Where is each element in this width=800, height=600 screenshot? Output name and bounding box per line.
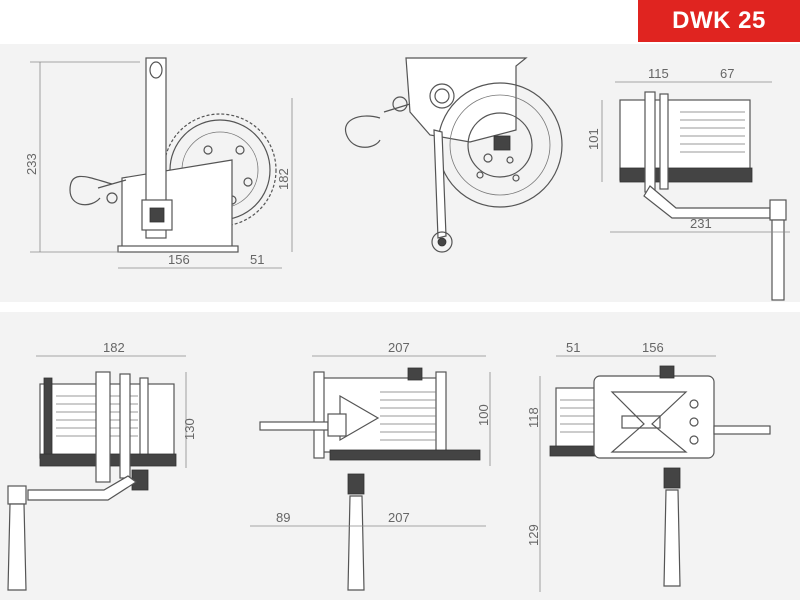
- dim-rear-89: 89: [276, 510, 290, 525]
- model-badge: DWK 25: [638, 0, 800, 42]
- dim-back-156: 156: [642, 340, 664, 355]
- dim-rear-100: 100: [476, 404, 491, 426]
- dim-side-gear: 182: [276, 168, 291, 190]
- dim-side-base: 156: [168, 252, 190, 267]
- front-view: 182 130: [7, 340, 197, 591]
- dim-back-118: 118: [526, 407, 541, 428]
- dim-top-115: 115: [648, 66, 669, 81]
- dim-top-101: 101: [586, 128, 601, 150]
- dim-front-182: 182: [103, 340, 125, 355]
- drum-view: [345, 57, 563, 253]
- dim-front-130: 130: [182, 418, 197, 440]
- dim-back-51: 51: [566, 340, 580, 355]
- dim-top-231: 231: [690, 216, 712, 231]
- dim-side-height: 233: [24, 153, 39, 175]
- dim-back-129: 129: [526, 524, 541, 546]
- side-view: 233 156 51 182: [24, 57, 293, 269]
- dim-rear-207b: 207: [388, 510, 410, 525]
- dim-rear-207: 207: [388, 340, 410, 355]
- dim-top-67: 67: [720, 66, 734, 81]
- back-view: 51 156 118 129: [526, 340, 771, 592]
- rear-view: 207 100 89 207: [250, 340, 491, 591]
- top-view: 115 67 101 231: [586, 66, 790, 301]
- dim-side-handle: 51: [250, 252, 264, 267]
